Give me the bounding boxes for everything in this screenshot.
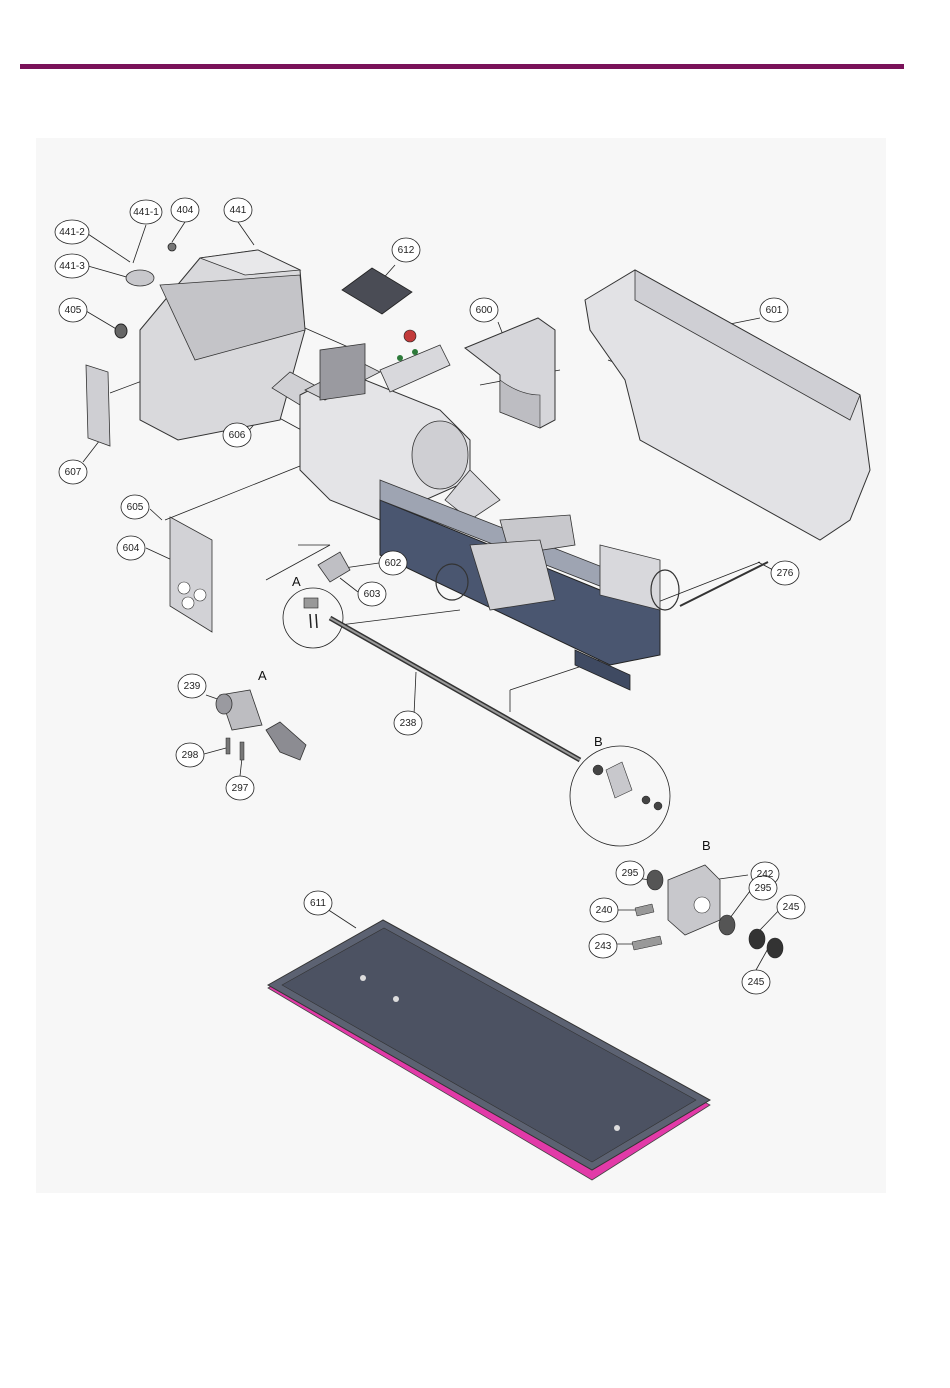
detail-label-a-large: A — [258, 668, 267, 683]
callout-240: 240 — [596, 905, 613, 916]
callout-606: 606 — [229, 430, 246, 441]
callout-441: 441 — [230, 205, 247, 216]
callout-276: 276 — [777, 568, 794, 579]
part-242-bearing-block — [668, 865, 720, 935]
part-602-603-bracket — [318, 552, 350, 582]
callout-297: 297 — [232, 783, 249, 794]
part-240-screw — [635, 904, 654, 916]
callout-441-1: 441-1 — [133, 207, 159, 218]
part-600-belt-cover — [465, 318, 555, 428]
callout-245: 245 — [783, 902, 800, 913]
part-611-chip-tray — [268, 920, 710, 1180]
callout-605: 605 — [127, 502, 144, 513]
part-238-lead-screw — [330, 618, 580, 760]
callout-295-b: 295 — [755, 883, 772, 894]
part-607-panel — [86, 365, 110, 446]
callout-245-b: 245 — [748, 977, 765, 988]
callout-612: 612 — [398, 245, 415, 256]
callout-441-3: 441-3 — [59, 261, 85, 272]
callout-243: 243 — [595, 941, 612, 952]
callout-404: 404 — [177, 205, 194, 216]
callout-441-2: 441-2 — [59, 227, 85, 238]
part-441-3-window — [126, 270, 154, 286]
callout-239: 239 — [184, 681, 201, 692]
callout-600: 600 — [476, 305, 493, 316]
part-245-nut — [749, 929, 783, 958]
part-298-pin — [226, 738, 230, 754]
part-243-screw — [632, 936, 662, 950]
detail-label-b-small: B — [594, 734, 603, 749]
part-601-splash-guard — [585, 270, 870, 540]
callout-601: 601 — [766, 305, 783, 316]
part-404-knob — [168, 243, 176, 251]
detail-b-circle — [570, 746, 670, 846]
callout-603: 603 — [364, 589, 381, 600]
part-441-chuck-guard — [140, 250, 305, 440]
part-shaft-end — [266, 722, 306, 760]
callout-295: 295 — [622, 868, 639, 879]
callout-604: 604 — [123, 543, 140, 554]
callout-602: 602 — [385, 558, 402, 569]
part-239-coupling — [216, 690, 262, 730]
part-604-back-panel — [170, 517, 212, 632]
callout-298: 298 — [182, 750, 199, 761]
callout-611: 611 — [310, 898, 326, 909]
callout-242: 242 — [757, 869, 774, 880]
part-612-cover-plate — [342, 268, 412, 314]
part-297-pin — [240, 742, 244, 760]
part-405-knob — [115, 324, 127, 338]
callout-238: 238 — [400, 718, 417, 729]
callout-607: 607 — [65, 467, 82, 478]
callout-405: 405 — [65, 305, 82, 316]
detail-label-a-small: A — [292, 574, 301, 589]
detail-label-b-large: B — [702, 838, 711, 853]
